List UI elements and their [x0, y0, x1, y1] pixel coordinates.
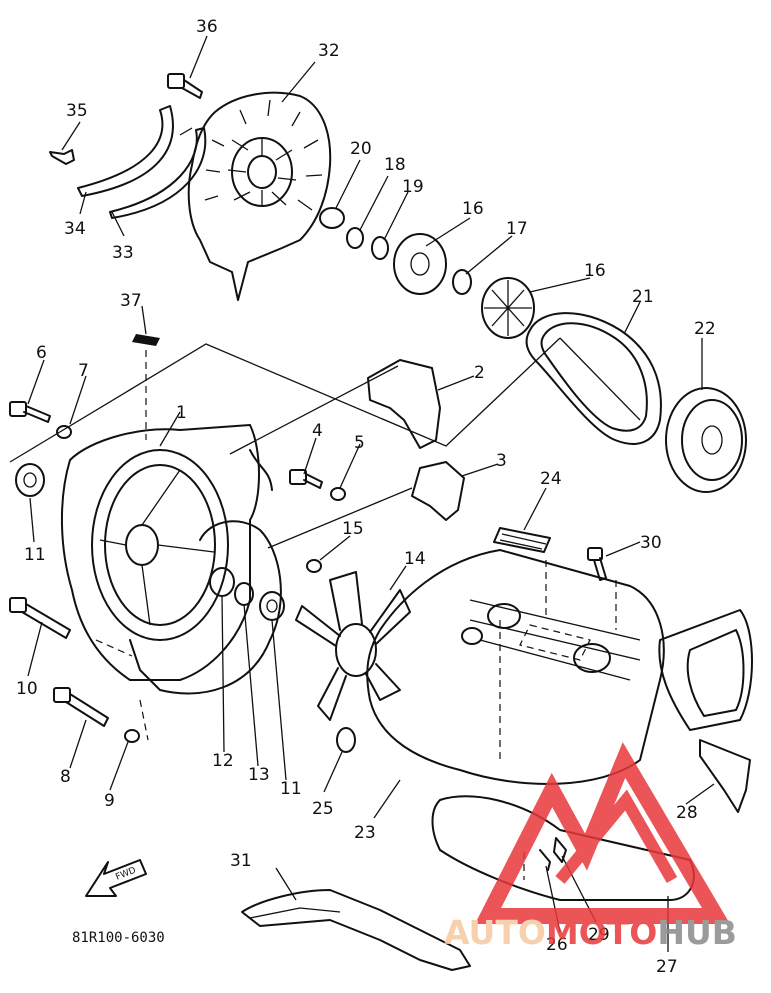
callout-34: 34 — [64, 219, 86, 239]
bearing-part-11 — [15, 463, 285, 621]
callout-27: 27 — [656, 957, 678, 977]
duct-part-27 — [431, 795, 695, 901]
callout-37: 37 — [120, 291, 142, 311]
callout-31: 31 — [230, 851, 252, 871]
bolt-part-30 — [587, 547, 607, 581]
callout-4: 4 — [312, 421, 323, 441]
fan-cover-part-32 — [187, 91, 332, 301]
callout-5: 5 — [354, 433, 365, 453]
clip-parts-26-29 — [539, 837, 567, 871]
callout-8: 8 — [60, 767, 71, 787]
watermark-text: AUTOMOTOHUB — [444, 913, 737, 952]
callout-26: 26 — [546, 935, 568, 955]
callout-35: 35 — [66, 101, 88, 121]
callout-11-left: 11 — [24, 545, 46, 565]
duct-part-28-outlet — [658, 609, 753, 813]
callout-labels: 36 32 35 34 33 20 18 19 16 17 16 21 22 3… — [16, 17, 716, 977]
callout-20: 20 — [350, 139, 372, 159]
bracket-part-3 — [411, 461, 465, 521]
callout-36: 36 — [196, 17, 218, 37]
callout-16-lower: 16 — [584, 261, 606, 281]
screw-part-35 — [49, 149, 75, 165]
watermark-moto: MOTO — [546, 913, 657, 952]
callout-14: 14 — [404, 549, 426, 569]
callout-2: 2 — [474, 363, 485, 383]
pulley-part-22 — [665, 387, 747, 493]
pulley-parts-16-20 — [319, 207, 535, 339]
callout-9: 9 — [104, 791, 115, 811]
callout-11-right: 11 — [280, 779, 302, 799]
watermark-hub: HUB — [657, 913, 737, 952]
callout-6: 6 — [36, 343, 47, 363]
label-part-24 — [493, 527, 551, 553]
callout-1: 1 — [176, 403, 187, 423]
leader-lines — [27, 35, 715, 952]
drawing-code: 81R100-6030 — [72, 930, 165, 946]
bolt-part-36 — [167, 73, 203, 99]
callout-30: 30 — [640, 533, 662, 553]
bolts-parts-4-6-8-10 — [9, 401, 323, 727]
callout-32: 32 — [318, 41, 340, 61]
watermark-auto: AUTO — [444, 913, 546, 952]
band-part-33-34 — [77, 105, 207, 219]
shroud-part-23 — [366, 549, 665, 785]
callout-21: 21 — [632, 287, 654, 307]
callout-7: 7 — [78, 361, 89, 381]
air-guide-part-2 — [367, 359, 441, 449]
callout-17: 17 — [506, 219, 528, 239]
reference-lines — [9, 337, 641, 880]
callout-29: 29 — [588, 925, 610, 945]
washers-parts-5-7-9-15 — [56, 334, 346, 743]
fan-part-14 — [295, 571, 411, 721]
callout-23: 23 — [354, 823, 376, 843]
callout-10: 10 — [16, 679, 38, 699]
shield-part-31 — [241, 889, 471, 971]
nut-part-25 — [336, 727, 356, 753]
belt-part-21 — [525, 312, 662, 445]
callout-15: 15 — [342, 519, 364, 539]
callout-19: 19 — [402, 177, 424, 197]
callout-33: 33 — [112, 243, 134, 263]
fwd-arrow-icon: FWD — [85, 859, 147, 897]
callout-3: 3 — [496, 451, 507, 471]
callout-16-upper: 16 — [462, 199, 484, 219]
callout-13: 13 — [248, 765, 270, 785]
callout-22: 22 — [694, 319, 716, 339]
automotohub-watermark: AUTOMOTOHUB — [444, 742, 737, 952]
callout-25: 25 — [312, 799, 334, 819]
callout-24: 24 — [540, 469, 562, 489]
callout-28: 28 — [676, 803, 698, 823]
fan-housing-part-1 — [61, 424, 273, 681]
callout-12: 12 — [212, 751, 234, 771]
watermark-logo-icon — [474, 742, 731, 924]
callout-18: 18 — [384, 155, 406, 175]
